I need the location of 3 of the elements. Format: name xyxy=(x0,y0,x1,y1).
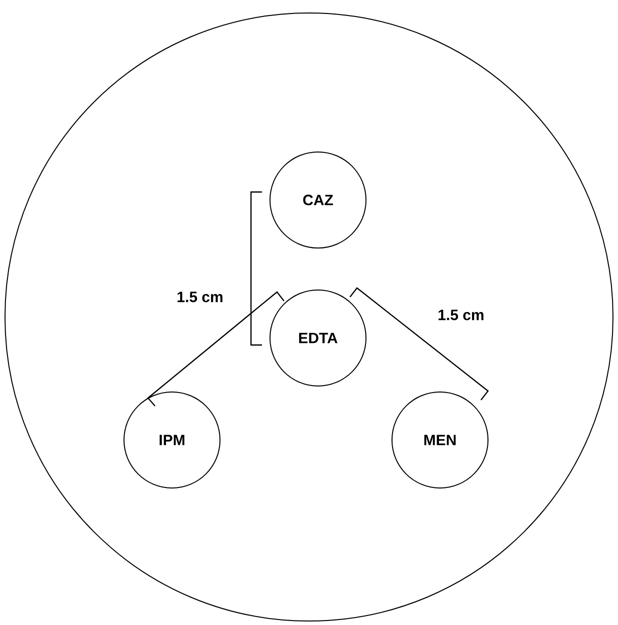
dimension-label: 1.5 cm xyxy=(178,292,222,302)
dimension-label: 1.5 cm xyxy=(438,310,484,320)
petri-dish-circle xyxy=(4,12,614,622)
